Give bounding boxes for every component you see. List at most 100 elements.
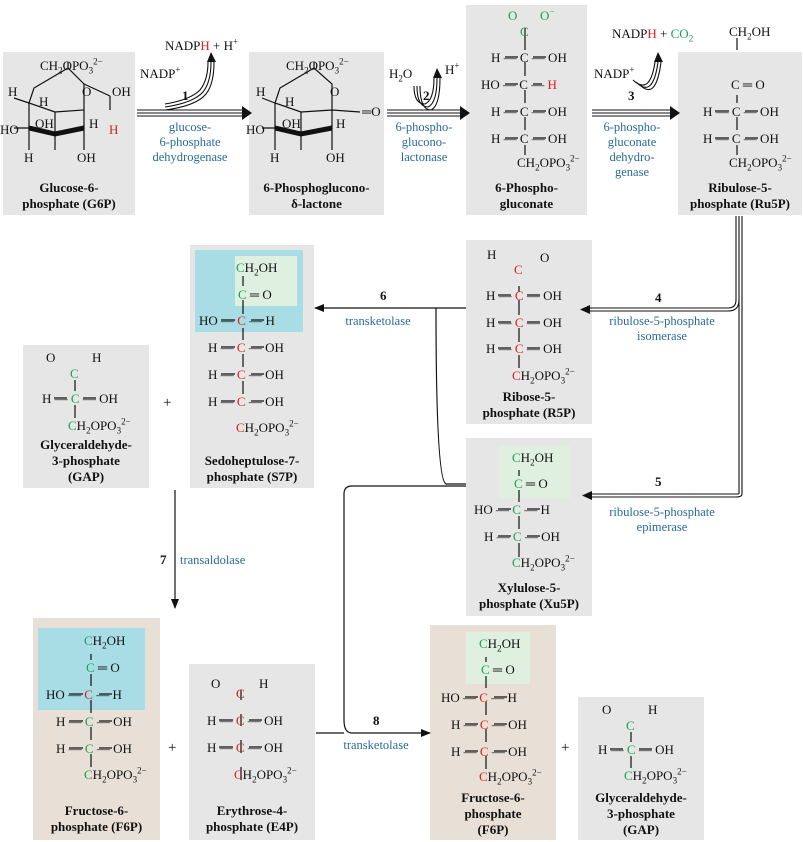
step-number: 4 — [655, 290, 662, 305]
e4p-r3: H — C — OH — [207, 740, 283, 755]
s7p-r3: HO — C — H — [199, 313, 275, 328]
lactone-eq-o: ═O — [362, 104, 381, 119]
lactone-h1: H — [256, 84, 266, 99]
xu5p-r4: H — C — OH — [484, 529, 560, 544]
g6p-h4: H — [24, 150, 34, 165]
gluconate-carboxyl-om: O− — [540, 6, 555, 23]
gluconate-r2: H — C — OH — [491, 50, 567, 65]
cofactor-nadph-2: NADPH + CO2 — [612, 26, 694, 44]
lactone-h2: H — [285, 94, 295, 109]
f6pl-c1: CH2OH — [84, 633, 126, 651]
s7p-c7: CH2OPO32− — [236, 418, 299, 438]
s7p-r6: H — C — OH — [208, 394, 284, 409]
enzyme-label: transketolase — [345, 314, 411, 328]
xu5p-r3: HO — C — H — [474, 502, 550, 517]
s7p-r4: H — C — OH — [208, 340, 284, 355]
enzyme-label: transketolase — [343, 738, 409, 752]
f6pr-c2: C ═ O — [481, 662, 515, 677]
cofactor-nadp-2: NADP+ — [594, 64, 635, 81]
gapr-r2: H — C — OH — [598, 742, 674, 757]
compound-label-gap: Glyceraldehyde- 3-phosphate (GAP) — [40, 437, 132, 484]
e4p-o: O — [211, 676, 221, 691]
step-number: 2 — [423, 88, 430, 103]
plus-sign: + — [561, 740, 570, 756]
s7p-c1: CH2OH — [236, 260, 278, 278]
step-number: 1 — [182, 88, 189, 103]
gap-c1: C — [70, 366, 79, 381]
xu5p-c5: CH2OPO32− — [512, 553, 575, 573]
gluconate-c1: C — [520, 24, 529, 39]
cofactor-h2o: H2O — [389, 66, 413, 84]
compound-label-s7p: Sedoheptulose-7- phosphate (S7P) — [204, 453, 300, 484]
g6p-o: O — [82, 84, 92, 99]
gluconate-r5: H — C — OH — [491, 131, 567, 146]
g6p-h3: H — [89, 116, 99, 131]
f6p-left-highlight — [38, 628, 145, 710]
compound-label-g6p: Glucose-6- phosphate (G6P) — [22, 180, 116, 211]
e4p-r2: H — C — OH — [207, 713, 283, 728]
r5p-box — [466, 240, 592, 424]
g6p-oh1: OH — [112, 84, 131, 99]
gluconate-r4: H — C — OH — [491, 104, 567, 119]
plus-sign: + — [168, 740, 177, 756]
lactone-h3: H — [336, 116, 346, 131]
f6p-right-highlight — [466, 632, 530, 684]
g6p-h1: H — [8, 84, 18, 99]
gapr-c3: CH2OPO32− — [624, 766, 687, 786]
lactone-ho: HO — [246, 122, 265, 137]
lactone-h4: H — [270, 150, 280, 165]
step-number: 3 — [628, 88, 635, 103]
r5p-c1: H — [487, 247, 497, 262]
gluconate-carboxyl: O — [508, 8, 518, 23]
enzyme-label: ribulose-5-phosphate epimerase — [609, 505, 715, 534]
s7p-r5: H — C — OH — [208, 367, 284, 382]
lactone-o: O — [330, 84, 340, 99]
compound-label-gap-right: Glyceraldehyde- 3-phosphate (GAP) — [595, 790, 687, 837]
r5p-c5: CH2OPO32− — [512, 366, 575, 386]
compound-label-ru5p: Ribulose-5- phosphate (Ru5P) — [689, 180, 791, 211]
f6pr-r4: H — C — OH — [451, 717, 527, 732]
ru5p-c5: CH2OPO32− — [729, 153, 792, 173]
compound-label-f6p-left: Fructose-6- phosphate (F6P) — [50, 803, 143, 834]
compound-label-f6p-right: Fructose-6- phosphate (F6P) — [461, 790, 525, 837]
e4p-c4: CH2OPO32− — [234, 765, 297, 785]
gluconate-box — [466, 5, 587, 215]
enzyme-label: 6-phospho- gluconate dehydro- genase — [603, 120, 661, 179]
f6pl-c6: CH2OPO32− — [84, 765, 147, 785]
r5p-r3: H — C — OH — [486, 315, 562, 330]
gapr-c1: C — [626, 718, 635, 733]
f6pr-r5: H — C — OH — [451, 744, 527, 759]
gap-c3: CH2OPO32− — [68, 416, 131, 436]
gap-r2: H — C — OH — [42, 391, 118, 406]
e4p-h: H — [259, 676, 269, 691]
lactone-oh1: OH — [282, 116, 301, 131]
step-number: 8 — [373, 713, 380, 728]
xu5p-c1: CH2OH — [512, 450, 554, 468]
enzyme-label: 6-phospho- glucono- lactonase — [395, 120, 453, 164]
ru5p-r4: H — C — OH — [703, 131, 779, 146]
step-number: 5 — [655, 474, 662, 489]
ru5p-r3: H — C — OH — [703, 104, 779, 119]
compound-label-lactone: 6-Phosphoglucono- δ-lactone — [263, 180, 370, 211]
gap-right-box — [578, 697, 704, 840]
e4p-c1: C — [236, 686, 245, 701]
enzyme-label: glucose- 6-phosphate dehydrogenase — [152, 120, 228, 164]
g6p-oh2: OH — [35, 116, 54, 131]
e4p-box — [189, 664, 315, 840]
gapr-h: H — [648, 702, 658, 717]
ru5p-c1: CH2OH — [729, 24, 771, 42]
enzyme-label: ribulose-5-phosphate isomerase — [609, 314, 715, 343]
step-number: 7 — [160, 552, 167, 567]
g6p-h2: H — [39, 94, 49, 109]
compound-label-r5p: Ribose-5- phosphate (R5P) — [482, 389, 576, 420]
f6pl-r3: HO — C — H — [46, 687, 122, 702]
s7p-inner-highlight — [235, 256, 297, 306]
step-number: 6 — [380, 288, 387, 303]
xu5p-c2: C ═ O — [514, 476, 548, 491]
r5p-r4: H — C — OH — [486, 341, 562, 356]
r5p-c1c: C — [514, 262, 523, 277]
gap-o: O — [46, 350, 56, 365]
g6p-h-red: H — [109, 122, 119, 137]
gap-box — [23, 345, 149, 488]
